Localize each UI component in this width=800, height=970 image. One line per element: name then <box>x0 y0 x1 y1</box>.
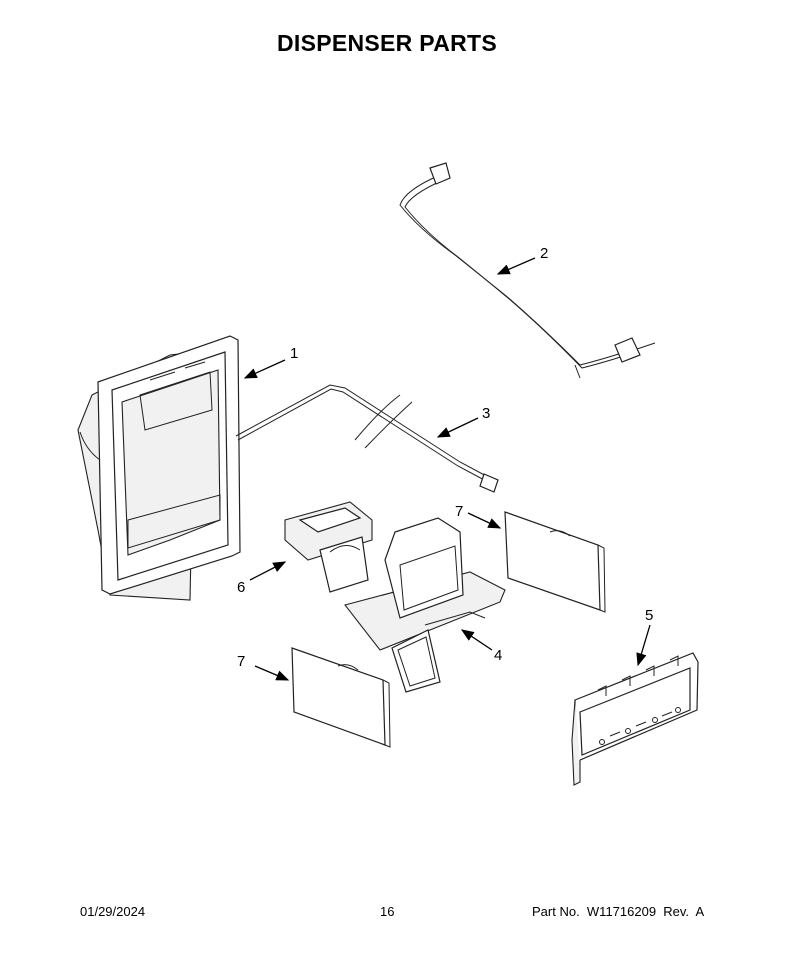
footer-part-number: Part No. W11716209 Rev. A <box>532 904 705 919</box>
callout-5: 5 <box>645 607 653 624</box>
part-2-wire-harness[interactable] <box>399 162 656 379</box>
callout-4: 4 <box>494 647 502 664</box>
leader-6 <box>249 561 287 581</box>
part-7-cover-panel-lower[interactable] <box>291 647 391 748</box>
leader-7a <box>467 512 502 529</box>
part-1-dispenser-housing[interactable] <box>77 335 241 601</box>
callout-3: 3 <box>482 405 490 422</box>
part-5-user-interface[interactable] <box>571 652 699 786</box>
page-title: DISPENSER PARTS <box>276 30 498 56</box>
callout-7-upper: 7 <box>455 503 463 520</box>
footer-page-number: 16 <box>380 904 395 919</box>
callout-2: 2 <box>540 245 548 262</box>
leader-1 <box>243 359 286 379</box>
leader-7b <box>254 665 290 681</box>
callout-7-lower: 7 <box>237 653 245 670</box>
part-4-actuator-assembly[interactable] <box>344 517 506 693</box>
leader-2 <box>496 257 536 275</box>
leader-4 <box>460 629 493 651</box>
part-3-water-tube[interactable] <box>235 384 499 493</box>
part-7-cover-panel-upper[interactable] <box>504 511 606 613</box>
part-6-ice-chute[interactable] <box>284 501 373 593</box>
leader-3 <box>436 417 479 438</box>
callout-1: 1 <box>290 345 298 362</box>
leader-5 <box>636 624 651 667</box>
footer-date: 01/29/2024 <box>80 904 146 919</box>
callout-6: 6 <box>237 579 245 596</box>
